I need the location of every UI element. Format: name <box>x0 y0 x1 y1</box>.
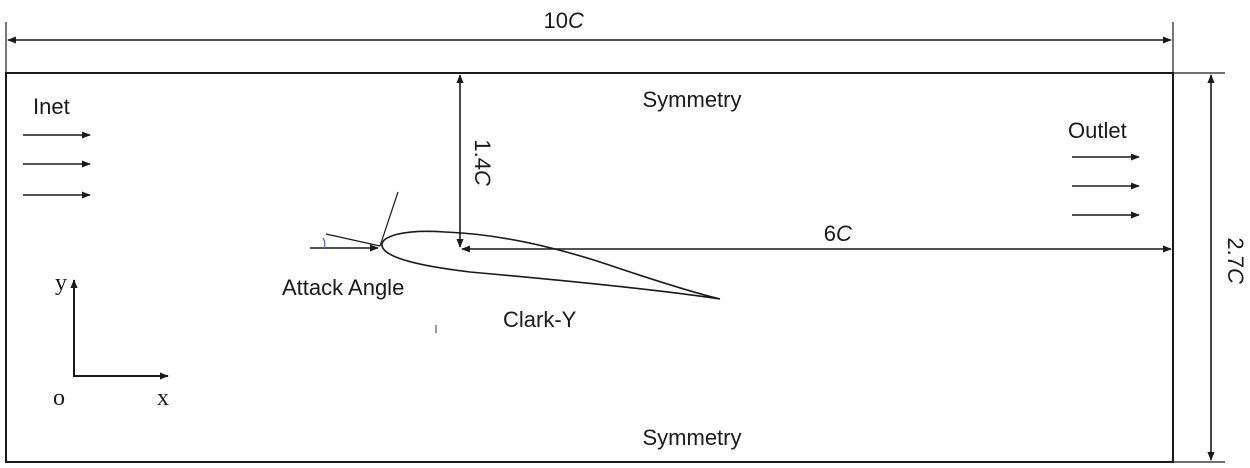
top-distance-unit: C <box>470 170 495 186</box>
top-distance-dimension: 1.4 C <box>456 74 495 248</box>
bottom-boundary-label: Symmetry <box>643 425 742 450</box>
attack-angle-label: Attack Angle <box>282 275 404 300</box>
origin-label: o <box>53 385 65 411</box>
wake-length-value: 6 <box>824 221 836 246</box>
angle-arc-mark <box>322 237 326 249</box>
domain-height-value: 2.7 <box>1223 237 1248 268</box>
clark-y-airfoil <box>381 230 721 300</box>
y-axis-label: y <box>55 270 67 296</box>
inlet-label: Inet <box>33 94 70 119</box>
top-distance-value: 1.4 <box>470 139 495 170</box>
outlet-label: Outlet <box>1068 118 1127 143</box>
coordinate-axes: y x o <box>53 270 169 411</box>
domain-height-dimension: 2.7 C <box>1173 72 1248 463</box>
domain-height-unit: C <box>1223 268 1248 284</box>
inlet-group: Inet <box>23 94 91 199</box>
domain-length-unit: C <box>568 8 584 33</box>
x-axis-label: x <box>157 385 169 411</box>
wake-length-unit: C <box>836 221 852 246</box>
domain-boundary <box>5 72 1174 463</box>
domain-length-value: 10 <box>544 8 568 33</box>
airfoil-name: Clark-Y <box>503 307 577 332</box>
domain-length-dimension: 10 C <box>5 8 1174 73</box>
outlet-group: Outlet <box>1068 118 1140 219</box>
top-boundary-label: Symmetry <box>643 87 742 112</box>
wake-length-dimension: 6 C <box>461 221 1172 253</box>
attack-angle-annotation: Attack Angle <box>282 191 404 300</box>
